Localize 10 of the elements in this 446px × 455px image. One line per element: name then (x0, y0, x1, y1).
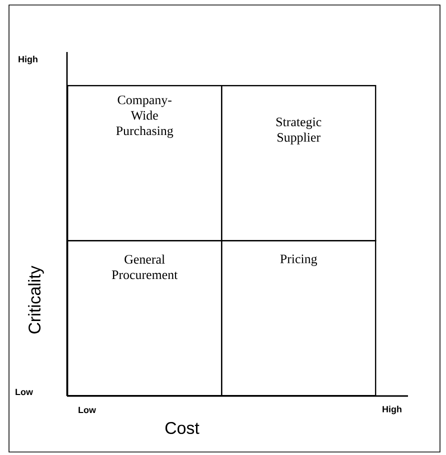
axis-title: Cost (165, 422, 200, 434)
axis-title: Criticality (28, 266, 44, 334)
quadrant-box: Pricing (221, 240, 376, 396)
axis-end-label: Low (16, 388, 33, 396)
quadrant-box: Strategic Supplier (221, 85, 376, 242)
axis-end-label: High (18, 56, 38, 64)
axis-end-label: High (382, 406, 402, 414)
axis-end-label: Low (78, 406, 96, 414)
quadrant-box: Company-Wide Purchasing (67, 85, 222, 242)
quadrant-box: General Procurement (67, 240, 222, 396)
